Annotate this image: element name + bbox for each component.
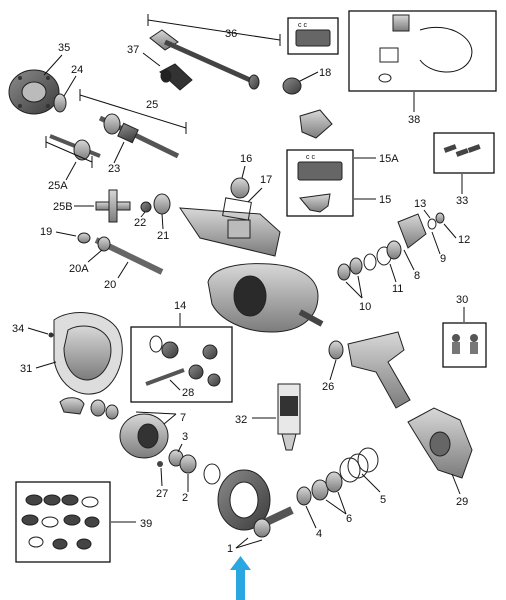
seal-26 [328,340,344,360]
callout-20: 20 [104,279,116,291]
callout-31: 31 [20,363,32,375]
callout-1: 1 [227,543,233,555]
kit-box-text-18: c c [298,22,307,29]
callout-17: 17 [260,174,272,186]
u-joint-23 [117,122,139,144]
callout-3: 3 [182,431,188,443]
callout-29: 29 [456,496,468,508]
callout-18: 18 [319,67,331,79]
spider-gears-14 [149,335,221,387]
steering-knuckle-26 [347,331,411,409]
callout-14: 14 [174,300,186,312]
pin-28 [145,368,185,386]
seal-22 [140,201,152,213]
kit-box-33 [433,132,495,174]
callout-24: 24 [71,64,83,76]
kit-box-15 [286,149,354,217]
bolt-27 [157,461,163,467]
nut-12 [435,212,445,224]
callout-39: 39 [140,518,152,530]
callout-25a: 25A [48,180,68,192]
kit-box-text-15a: c c [306,154,315,161]
callout-15: 15 [379,194,391,206]
outer-axle-shaft-36 [149,29,260,90]
kit-box-30 [442,322,487,368]
callout-38: 38 [408,114,420,126]
bearing-kit-39 [21,494,100,550]
kit-box-18 [287,17,339,55]
callout-9: 9 [440,253,446,265]
shims-5 [339,447,379,483]
axle-tube-housing [179,207,281,257]
callout-10: 10 [359,301,371,313]
callout-23: 23 [108,163,120,175]
callout-2: 2 [182,492,188,504]
inner-axle-shaft-25a [49,134,101,161]
callout-22: 22 [134,217,146,229]
callout-19: 19 [40,226,52,238]
spindle-8 [397,213,427,249]
seal-19 [77,232,91,244]
bearing-2 [179,454,221,485]
u-joint-cross-25b [95,189,131,223]
callout-6: 6 [346,513,352,525]
axle-shaft-25 [98,113,180,159]
callout-25: 25 [146,99,158,111]
callout-28: 28 [182,387,194,399]
cv-boot-37 [159,63,193,91]
bearings-10 [337,253,377,281]
sealant-tube-32 [277,383,301,451]
actuator-housing [299,109,333,139]
callout-25b: 25B [53,201,73,213]
callout-12: 12 [458,234,470,246]
callout-4: 4 [316,528,322,540]
callout-7: 7 [180,412,186,424]
diff-cover-31 [53,312,123,395]
callout-16: 16 [240,153,252,165]
highlight-arrow [230,556,251,600]
callout-26: 26 [322,381,334,393]
differential-housing [207,263,324,333]
gasket-17 [222,197,252,221]
callout-37: 37 [127,44,139,56]
bearing-caps-7 [59,397,119,420]
callout-30: 30 [456,294,468,306]
callout-35: 35 [58,42,70,54]
washer-9 [427,218,437,230]
callout-36: 36 [225,28,237,40]
callout-21: 21 [157,230,169,242]
knuckle-29 [407,407,473,479]
callout-27: 27 [156,488,168,500]
bolts-33 [443,144,481,157]
callout-20a: 20A [69,263,89,275]
inner-shaft-20 [94,236,164,275]
callout-34: 34 [12,323,24,335]
callout-13: 13 [414,198,426,210]
races-11 [376,240,402,266]
axle-seal-24 [53,93,67,113]
callout-8: 8 [414,270,420,282]
bearing-21 [153,193,171,215]
seal-4 [296,486,312,506]
kit-box-14 [130,326,233,403]
callout-11: 11 [392,283,403,295]
seal-16 [230,177,250,199]
hub-bearing-assembly [8,69,60,115]
kit-box-39 [15,481,111,563]
callout-32: 32 [235,414,247,426]
actuator-18 [282,77,302,95]
diff-case-7 [119,413,169,459]
callout-15a: 15A [379,153,399,165]
callout-5: 5 [380,494,386,506]
ring-and-pinion-1 [217,469,294,538]
bearing-races-6 [311,471,343,501]
cable-kit-box-38 [348,10,497,92]
ball-joints-30 [452,334,478,354]
callout-33: 33 [456,195,468,207]
